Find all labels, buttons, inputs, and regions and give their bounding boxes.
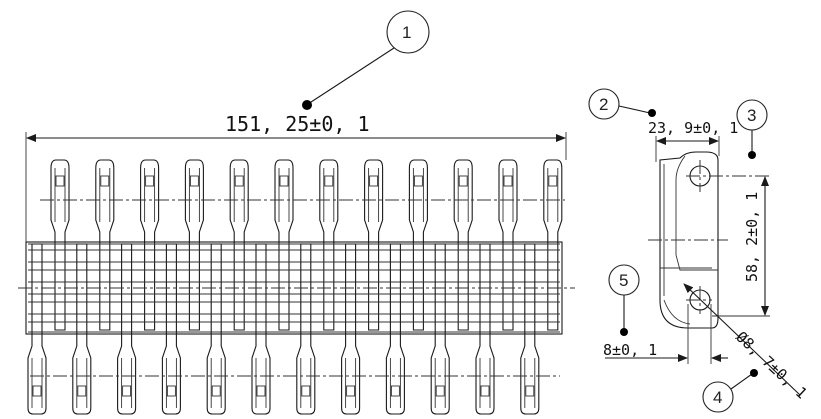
balloon-5: 5 xyxy=(608,264,640,336)
lower-link-row xyxy=(27,243,540,415)
side-view: 23, 9±0, 1 58, 2±0, 1 8±0, 1 Ø8, 7±0, 1 … xyxy=(588,88,811,413)
balloon-1-number: 1 xyxy=(402,23,411,42)
hole-diameter-label: Ø8, 7±0, 1 xyxy=(732,328,810,403)
lower-link xyxy=(475,243,495,415)
lower-link xyxy=(117,243,137,415)
hole-spacing-label: 58, 2±0, 1 xyxy=(743,192,761,282)
lower-link xyxy=(251,243,271,415)
upper-link xyxy=(543,159,563,331)
lower-link xyxy=(430,243,450,415)
lower-link xyxy=(385,243,405,415)
upper-link xyxy=(50,159,70,331)
balloon-1-leader-dot xyxy=(302,100,312,110)
balloon-5-number: 5 xyxy=(619,271,628,290)
upper-link xyxy=(274,159,294,331)
lower-link xyxy=(72,243,92,415)
lower-link xyxy=(341,243,361,415)
upper-link xyxy=(408,159,428,331)
overall-width-label: 151, 25±0, 1 xyxy=(225,112,370,136)
upper-link-row xyxy=(50,159,563,331)
balloon-4-number: 4 xyxy=(713,388,722,407)
balloon-1: 1 xyxy=(302,10,430,110)
upper-link xyxy=(319,159,339,331)
balloon-3-number: 3 xyxy=(747,106,756,125)
hole-diameter-leader xyxy=(683,283,801,396)
offset-label: 8±0, 1 xyxy=(603,341,657,359)
upper-link xyxy=(453,159,473,331)
upper-link xyxy=(364,159,384,331)
lower-link xyxy=(27,243,47,415)
balloon-2: 2 xyxy=(588,88,656,120)
balloon-4: 4 xyxy=(702,369,758,413)
lower-link xyxy=(520,243,540,415)
upper-link xyxy=(184,159,204,331)
lower-link xyxy=(206,243,226,415)
lower-link xyxy=(161,243,181,415)
upper-link xyxy=(229,159,249,331)
front-view: 151, 25±0, 1 1 xyxy=(18,10,575,415)
upper-link xyxy=(140,159,160,331)
lower-link xyxy=(296,243,316,415)
balloon-3: 3 xyxy=(736,99,768,159)
upper-link xyxy=(95,159,115,331)
module-outline xyxy=(659,151,719,329)
upper-link xyxy=(498,159,518,331)
side-width-label: 23, 9±0, 1 xyxy=(648,119,738,137)
balloon-2-number: 2 xyxy=(599,95,608,114)
belt-body xyxy=(25,241,563,335)
